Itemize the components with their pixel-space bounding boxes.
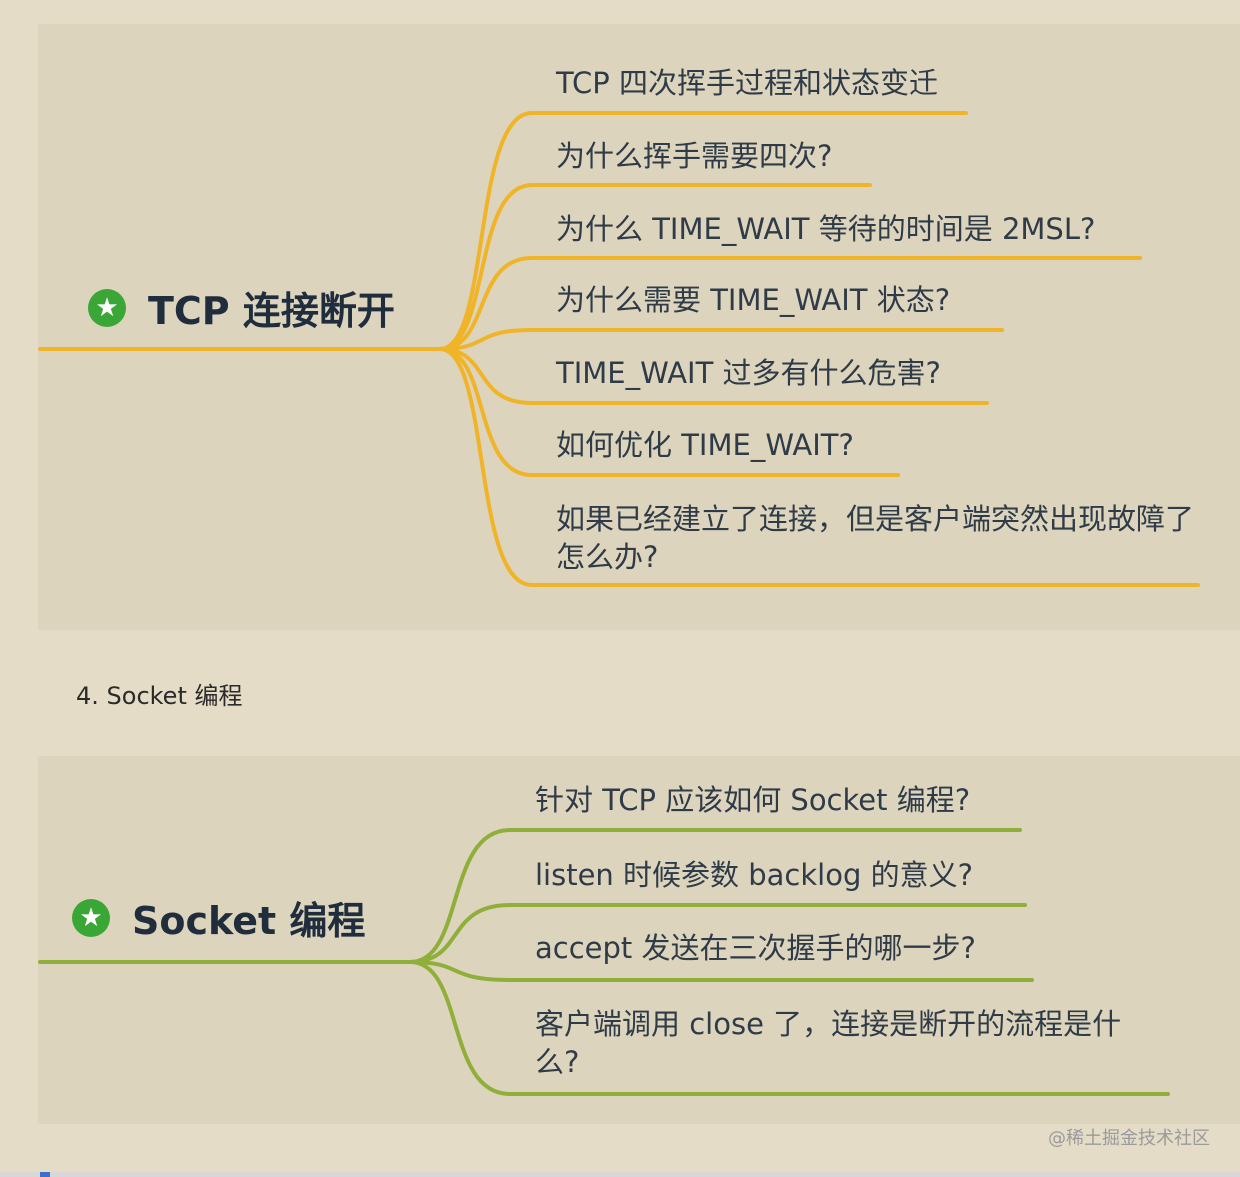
- branch-connector-7: [438, 347, 1200, 587]
- tcp-branch-1: TCP 四次挥手过程和状态变迁: [556, 66, 938, 100]
- branch-connector-3: [438, 256, 1142, 351]
- star-icon: ★: [72, 898, 110, 937]
- tcp-disconnect-mindmap-panel: [38, 24, 1240, 630]
- socket-root-node: ★ Socket 编程: [72, 890, 365, 945]
- tcp-branch-5: TIME_WAIT 过多有什么危害?: [556, 356, 941, 390]
- tcp-connector-lines: [38, 111, 1200, 587]
- tcp-root-node: ★ TCP 连接断开: [88, 280, 395, 335]
- socket-programming-mindmap-panel: [38, 756, 1240, 1124]
- star-icon: ★: [88, 288, 126, 327]
- socket-branch-1: 针对 TCP 应该如何 Socket 编程?: [535, 783, 971, 817]
- tcp-branch-4: 为什么需要 TIME_WAIT 状态?: [556, 283, 951, 317]
- branch-connector-3: [408, 960, 1034, 982]
- socket-branch-3: accept 发送在三次握手的哪一步?: [535, 931, 976, 965]
- branch-connector-2: [438, 183, 872, 351]
- tcp-root-label: TCP 连接断开: [148, 289, 395, 333]
- branch-connector-1: [438, 111, 968, 351]
- branch-connector-4: [408, 960, 1170, 1096]
- branch-connector-5: [438, 347, 989, 405]
- socket-branch-4: 客户端调用 close 了，连接是断开的流程是什么?: [535, 1007, 1122, 1079]
- section-heading: 4. Socket 编程: [76, 682, 243, 710]
- branch-connector-1: [408, 828, 1022, 964]
- branch-connector-6: [438, 347, 900, 477]
- socket-root-label: Socket 编程: [132, 899, 366, 943]
- socket-branch-2: listen 时候参数 backlog 的意义?: [535, 858, 973, 892]
- branch-connector-4: [438, 328, 1004, 351]
- tcp-branch-3: 为什么 TIME_WAIT 等待的时间是 2MSL?: [556, 212, 1096, 246]
- tcp-branch-7: 如果已经建立了连接，但是客户端突然出现故障了怎么办?: [556, 502, 1195, 574]
- tcp-branch-6: 如何优化 TIME_WAIT?: [556, 428, 854, 462]
- branch-connector-2: [408, 903, 1027, 964]
- tcp-branch-2: 为什么挥手需要四次?: [556, 139, 833, 173]
- bottom-scrollbar: [0, 1172, 1240, 1177]
- bottom-scrollbar-thumb: [40, 1172, 50, 1177]
- watermark: @稀土掘金技术社区: [1048, 1128, 1210, 1149]
- socket-connector-lines: [38, 828, 1170, 1096]
